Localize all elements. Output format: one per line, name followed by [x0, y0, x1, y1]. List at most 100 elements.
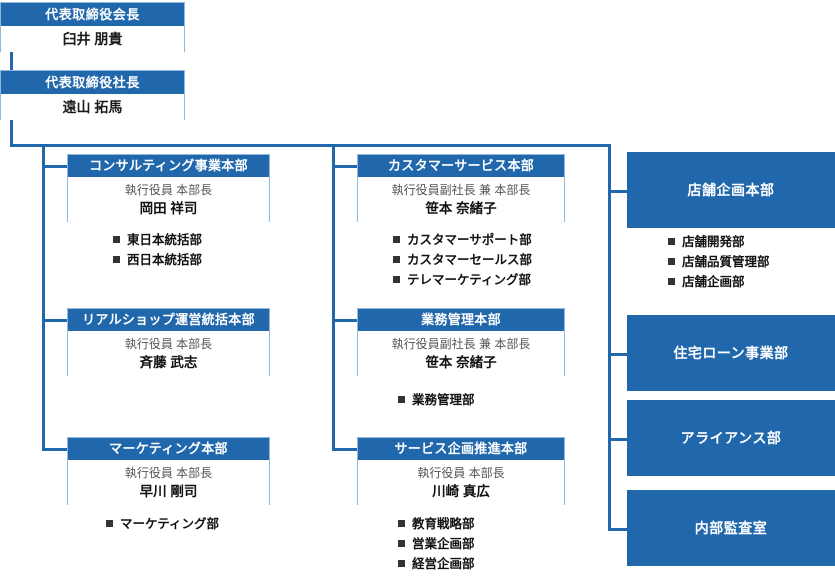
exec-title-chairman: 代表取締役会長: [1, 3, 184, 26]
division-box-marketing[interactable]: マーケティング本部 執行役員 本部長 早川 剛司: [67, 437, 270, 507]
department-list-consulting: 東日本統括部 西日本統括部: [113, 230, 202, 270]
division-head-marketing: マーケティング本部: [68, 438, 269, 460]
square-bullet-icon: [106, 520, 113, 527]
division-box-operations[interactable]: 業務管理本部 執行役員副社長 兼 本部長 笹本 奈緒子: [357, 308, 565, 378]
department-list-service-planning: 教育戦略部 営業企画部 経営企画部: [398, 514, 475, 574]
square-bullet-icon: [668, 238, 675, 245]
list-item[interactable]: マーケティング部: [106, 514, 219, 534]
division-body-service-planning: 執行役員 本部長 川崎 真広: [358, 460, 564, 507]
division-person-marketing: 早川 剛司: [139, 484, 198, 499]
list-item[interactable]: 店舗開発部: [668, 232, 770, 252]
square-bullet-icon: [398, 560, 405, 567]
list-item[interactable]: 業務管理部: [398, 390, 475, 410]
division-role-service-planning: 執行役員 本部長: [417, 466, 505, 480]
connector-left-branch-3: [42, 448, 68, 451]
division-head-housing-loan: 住宅ローン事業部: [673, 345, 789, 361]
department-label: マーケティング部: [120, 517, 220, 531]
division-role-realshop: 執行役員 本部長: [124, 337, 213, 351]
list-item[interactable]: カスタマーセールス部: [393, 250, 532, 270]
department-list-store-planning: 店舗開発部 店舗品質管理部 店舗企画部: [668, 232, 770, 292]
square-bullet-icon: [113, 236, 120, 243]
division-person-operations: 笹本 奈緒子: [425, 355, 497, 370]
department-label: カスタマーセールス部: [407, 253, 533, 267]
square-bullet-icon: [668, 258, 675, 265]
exec-name-chairman: 臼井 朋貴: [1, 26, 184, 52]
square-bullet-icon: [393, 276, 400, 283]
division-role-consulting: 執行役員 本部長: [124, 183, 213, 197]
department-list-customer-service: カスタマーサポート部 カスタマーセールス部 テレマーケティング部: [393, 230, 532, 290]
division-body-marketing: 執行役員 本部長 早川 剛司: [68, 460, 269, 507]
division-box-housing-loan[interactable]: 住宅ローン事業部: [627, 315, 835, 391]
division-box-customer-service[interactable]: カスタマーサービス本部 執行役員副社長 兼 本部長 笹本 奈緒子: [357, 154, 565, 224]
square-bullet-icon: [113, 256, 120, 263]
division-person-service-planning: 川崎 真広: [432, 484, 490, 499]
connector-middle-spine: [332, 144, 335, 450]
department-label: 営業企画部: [412, 537, 475, 551]
list-item[interactable]: カスタマーサポート部: [393, 230, 532, 250]
connector-right-branch-1: [608, 190, 628, 193]
division-head-realshop: リアルショップ運営統括本部: [68, 309, 269, 331]
connector-middle-branch-3: [332, 448, 358, 451]
connector-left-spine: [42, 144, 45, 450]
connector-president-to-trunk: [10, 120, 13, 147]
division-role-customer-service: 執行役員副社長 兼 本部長: [391, 183, 531, 197]
connector-left-branch-1: [42, 165, 68, 168]
division-person-customer-service: 笹本 奈緒子: [425, 201, 497, 216]
square-bullet-icon: [398, 520, 405, 527]
division-body-realshop: 執行役員 本部長 斉藤 武志: [68, 331, 269, 378]
department-label: 経営企画部: [412, 557, 475, 571]
division-box-internal-audit[interactable]: 内部監査室: [627, 490, 835, 566]
connector-right-spine: [608, 144, 611, 530]
connector-right-branch-3: [608, 438, 628, 441]
exec-box-chairman[interactable]: 代表取締役会長 臼井 朋貴: [0, 2, 185, 52]
division-person-consulting: 岡田 祥司: [139, 201, 198, 216]
division-role-marketing: 執行役員 本部長: [124, 466, 213, 480]
list-item[interactable]: 店舗品質管理部: [668, 252, 770, 272]
square-bullet-icon: [393, 236, 400, 243]
department-label: 業務管理部: [412, 393, 475, 407]
department-label: 店舗開発部: [682, 235, 745, 249]
exec-name-president: 遠山 拓馬: [1, 94, 184, 120]
division-head-operations: 業務管理本部: [358, 309, 564, 331]
square-bullet-icon: [398, 540, 405, 547]
department-list-operations: 業務管理部: [398, 390, 475, 410]
division-head-consulting: コンサルティング事業本部: [68, 155, 269, 177]
department-label: 店舗品質管理部: [682, 255, 770, 269]
square-bullet-icon: [393, 256, 400, 263]
division-box-realshop[interactable]: リアルショップ運営統括本部 執行役員 本部長 斉藤 武志: [67, 308, 270, 378]
department-label: テレマーケティング部: [407, 273, 532, 287]
division-body-customer-service: 執行役員副社長 兼 本部長 笹本 奈緒子: [358, 177, 564, 224]
exec-box-president[interactable]: 代表取締役社長 遠山 拓馬: [0, 70, 185, 120]
list-item[interactable]: テレマーケティング部: [393, 270, 532, 290]
division-head-customer-service: カスタマーサービス本部: [358, 155, 564, 177]
division-head-internal-audit: 内部監査室: [694, 520, 768, 536]
division-person-realshop: 斉藤 武志: [139, 355, 198, 370]
list-item[interactable]: 西日本統括部: [113, 250, 202, 270]
connector-middle-branch-1: [332, 165, 358, 168]
department-label: カスタマーサポート部: [407, 233, 532, 247]
connector-main-trunk: [10, 144, 611, 147]
list-item[interactable]: 店舗企画部: [668, 272, 770, 292]
division-box-alliance[interactable]: アライアンス部: [627, 400, 835, 476]
square-bullet-icon: [398, 396, 405, 403]
department-list-marketing: マーケティング部: [106, 514, 219, 534]
division-box-consulting[interactable]: コンサルティング事業本部 執行役員 本部長 岡田 祥司: [67, 154, 270, 224]
list-item[interactable]: 東日本統括部: [113, 230, 202, 250]
department-label: 西日本統括部: [127, 253, 203, 267]
exec-title-president: 代表取締役社長: [1, 71, 184, 94]
division-role-operations: 執行役員副社長 兼 本部長: [391, 337, 531, 351]
list-item[interactable]: 経営企画部: [398, 554, 475, 574]
division-body-operations: 執行役員副社長 兼 本部長 笹本 奈緒子: [358, 331, 564, 378]
division-box-service-planning[interactable]: サービス企画推進本部 執行役員 本部長 川崎 真広: [357, 437, 565, 507]
list-item[interactable]: 営業企画部: [398, 534, 475, 554]
division-box-store-planning[interactable]: 店舗企画本部: [627, 152, 835, 228]
list-item[interactable]: 教育戦略部: [398, 514, 475, 534]
division-head-store-planning: 店舗企画本部: [687, 182, 775, 198]
square-bullet-icon: [668, 278, 675, 285]
department-label: 教育戦略部: [412, 517, 475, 531]
connector-middle-branch-2: [332, 319, 358, 322]
connector-chairman-to-president: [10, 52, 13, 72]
division-head-service-planning: サービス企画推進本部: [358, 438, 564, 460]
connector-right-branch-4: [608, 528, 628, 531]
